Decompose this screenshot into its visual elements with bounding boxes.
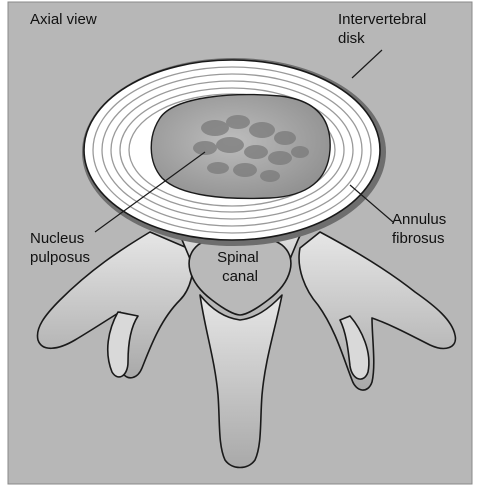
title-label: Axial view <box>30 11 97 28</box>
nucleus-pulposus <box>151 95 330 199</box>
